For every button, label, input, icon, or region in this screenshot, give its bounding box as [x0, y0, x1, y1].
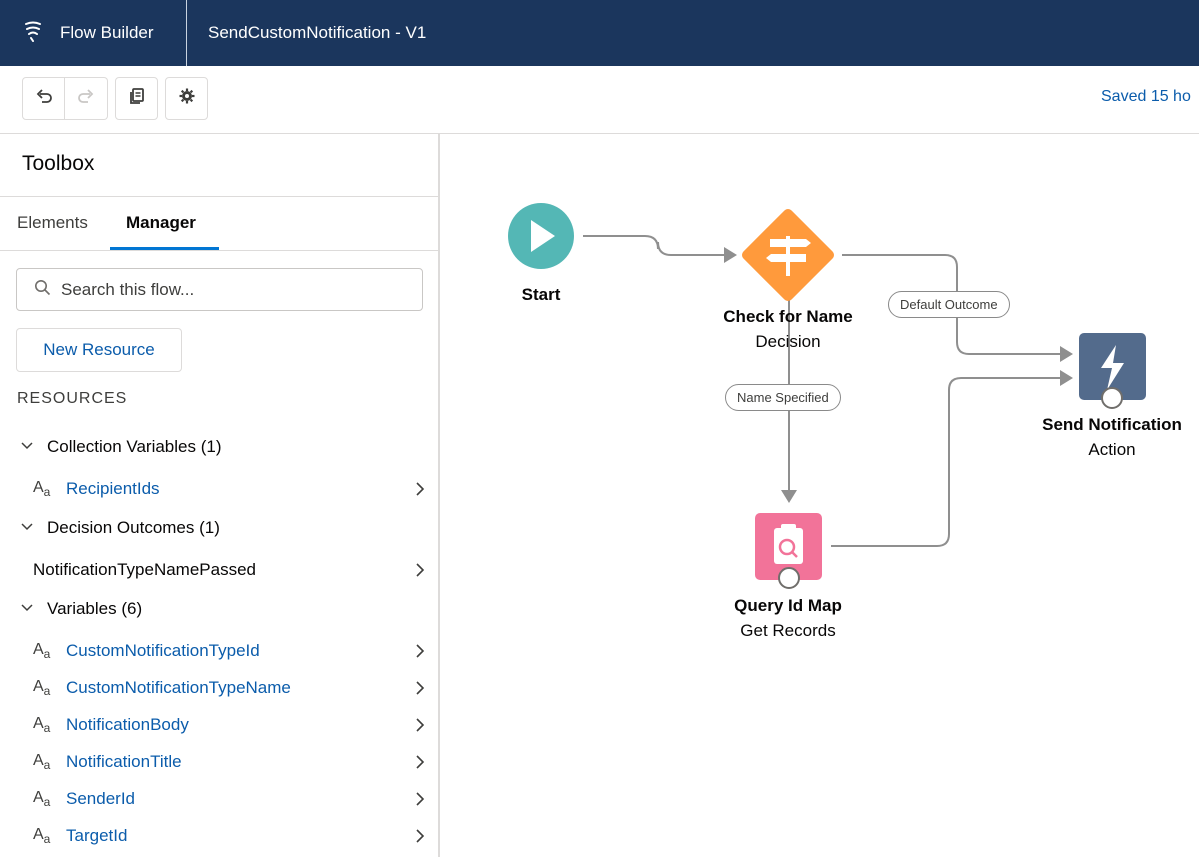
section-decision-outcomes[interactable]: Decision Outcomes (1) — [20, 518, 220, 538]
resource-label: RecipientIds — [66, 479, 160, 498]
resource-item[interactable]: NotificationTypeNamePassed — [33, 555, 433, 585]
text-variable-icon: Aa — [33, 788, 51, 810]
action-label: Send Notification Action — [1042, 415, 1182, 459]
redo-icon — [77, 87, 95, 110]
chevron-right-icon — [416, 563, 425, 577]
active-tab-indicator — [110, 247, 219, 250]
copy-icon — [128, 87, 146, 110]
name-specified-label[interactable]: Name Specified — [725, 384, 841, 411]
toolbox-title: Toolbox — [22, 152, 95, 175]
resource-item[interactable]: Aa CustomNotificationTypeId — [33, 636, 433, 666]
text-variable-icon: Aa — [33, 478, 51, 500]
divider — [0, 196, 440, 197]
resource-item[interactable]: Aa CustomNotificationTypeName — [33, 673, 433, 703]
section-label: Collection Variables (1) — [47, 437, 222, 456]
brand: Flow Builder — [0, 0, 187, 66]
chevron-down-icon — [20, 599, 47, 619]
copy-button[interactable] — [115, 77, 158, 120]
chevron-right-icon — [416, 829, 425, 843]
new-resource-button[interactable]: New Resource — [16, 328, 182, 372]
resource-label: NotificationTypeNamePassed — [33, 560, 257, 579]
chevron-right-icon — [416, 792, 425, 806]
tab-manager[interactable]: Manager — [126, 213, 196, 232]
undo-icon — [35, 87, 53, 110]
resource-item[interactable]: Aa NotificationBody — [33, 710, 433, 740]
flow-canvas[interactable] — [442, 134, 1199, 857]
chevron-right-icon — [416, 755, 425, 769]
redo-button[interactable] — [65, 77, 108, 120]
text-variable-icon: Aa — [33, 640, 51, 662]
resource-label: NotificationBody — [66, 715, 189, 734]
default-outcome-label[interactable]: Default Outcome — [888, 291, 1010, 318]
chevron-right-icon — [416, 681, 425, 695]
app-name: Flow Builder — [60, 23, 154, 42]
section-variables[interactable]: Variables (6) — [20, 599, 142, 619]
chevron-right-icon — [416, 718, 425, 732]
get-records-label: Query Id Map Get Records — [734, 596, 842, 640]
resource-label: NotificationTitle — [66, 752, 182, 771]
decision-label: Check for Name Decision — [723, 307, 853, 351]
section-collection-variables[interactable]: Collection Variables (1) — [20, 437, 221, 457]
resource-item[interactable]: Aa SenderId — [33, 784, 433, 814]
resource-item[interactable]: Aa NotificationTitle — [33, 747, 433, 777]
chevron-right-icon — [416, 644, 425, 658]
gear-icon — [178, 87, 196, 110]
undo-button[interactable] — [22, 77, 65, 120]
search-icon — [17, 279, 51, 301]
toolbox-panel — [0, 134, 440, 857]
chevron-down-icon — [20, 518, 47, 538]
text-variable-icon: Aa — [33, 825, 51, 847]
toolbar-buttons — [22, 77, 208, 120]
start-label: Start — [521, 285, 561, 304]
resource-label: TargetId — [66, 826, 128, 845]
resource-item[interactable]: Aa RecipientIds — [33, 474, 433, 504]
text-variable-icon: Aa — [33, 751, 51, 773]
flow-builder-logo-icon — [22, 20, 44, 47]
search-input[interactable] — [61, 279, 401, 300]
chevron-right-icon — [416, 482, 425, 496]
text-variable-icon: Aa — [33, 677, 51, 699]
chevron-down-icon — [20, 437, 47, 457]
text-variable-icon: Aa — [33, 714, 51, 736]
resources-heading: RESOURCES — [17, 390, 128, 407]
divider — [0, 250, 440, 251]
settings-button[interactable] — [165, 77, 208, 120]
section-label: Variables (6) — [47, 599, 143, 618]
search-box — [16, 268, 423, 311]
resource-label: SenderId — [66, 789, 135, 808]
save-status: Saved 15 ho — [1101, 88, 1191, 105]
flow-title: SendCustomNotification - V1 — [208, 23, 427, 42]
section-label: Decision Outcomes (1) — [47, 518, 220, 537]
resource-label: CustomNotificationTypeId — [66, 641, 260, 660]
tab-elements[interactable]: Elements — [17, 213, 88, 232]
resource-item[interactable]: Aa TargetId — [33, 821, 433, 851]
app-header: Flow Builder SendCustomNotification - V1 — [0, 0, 1199, 66]
resource-label: CustomNotificationTypeName — [66, 678, 291, 697]
